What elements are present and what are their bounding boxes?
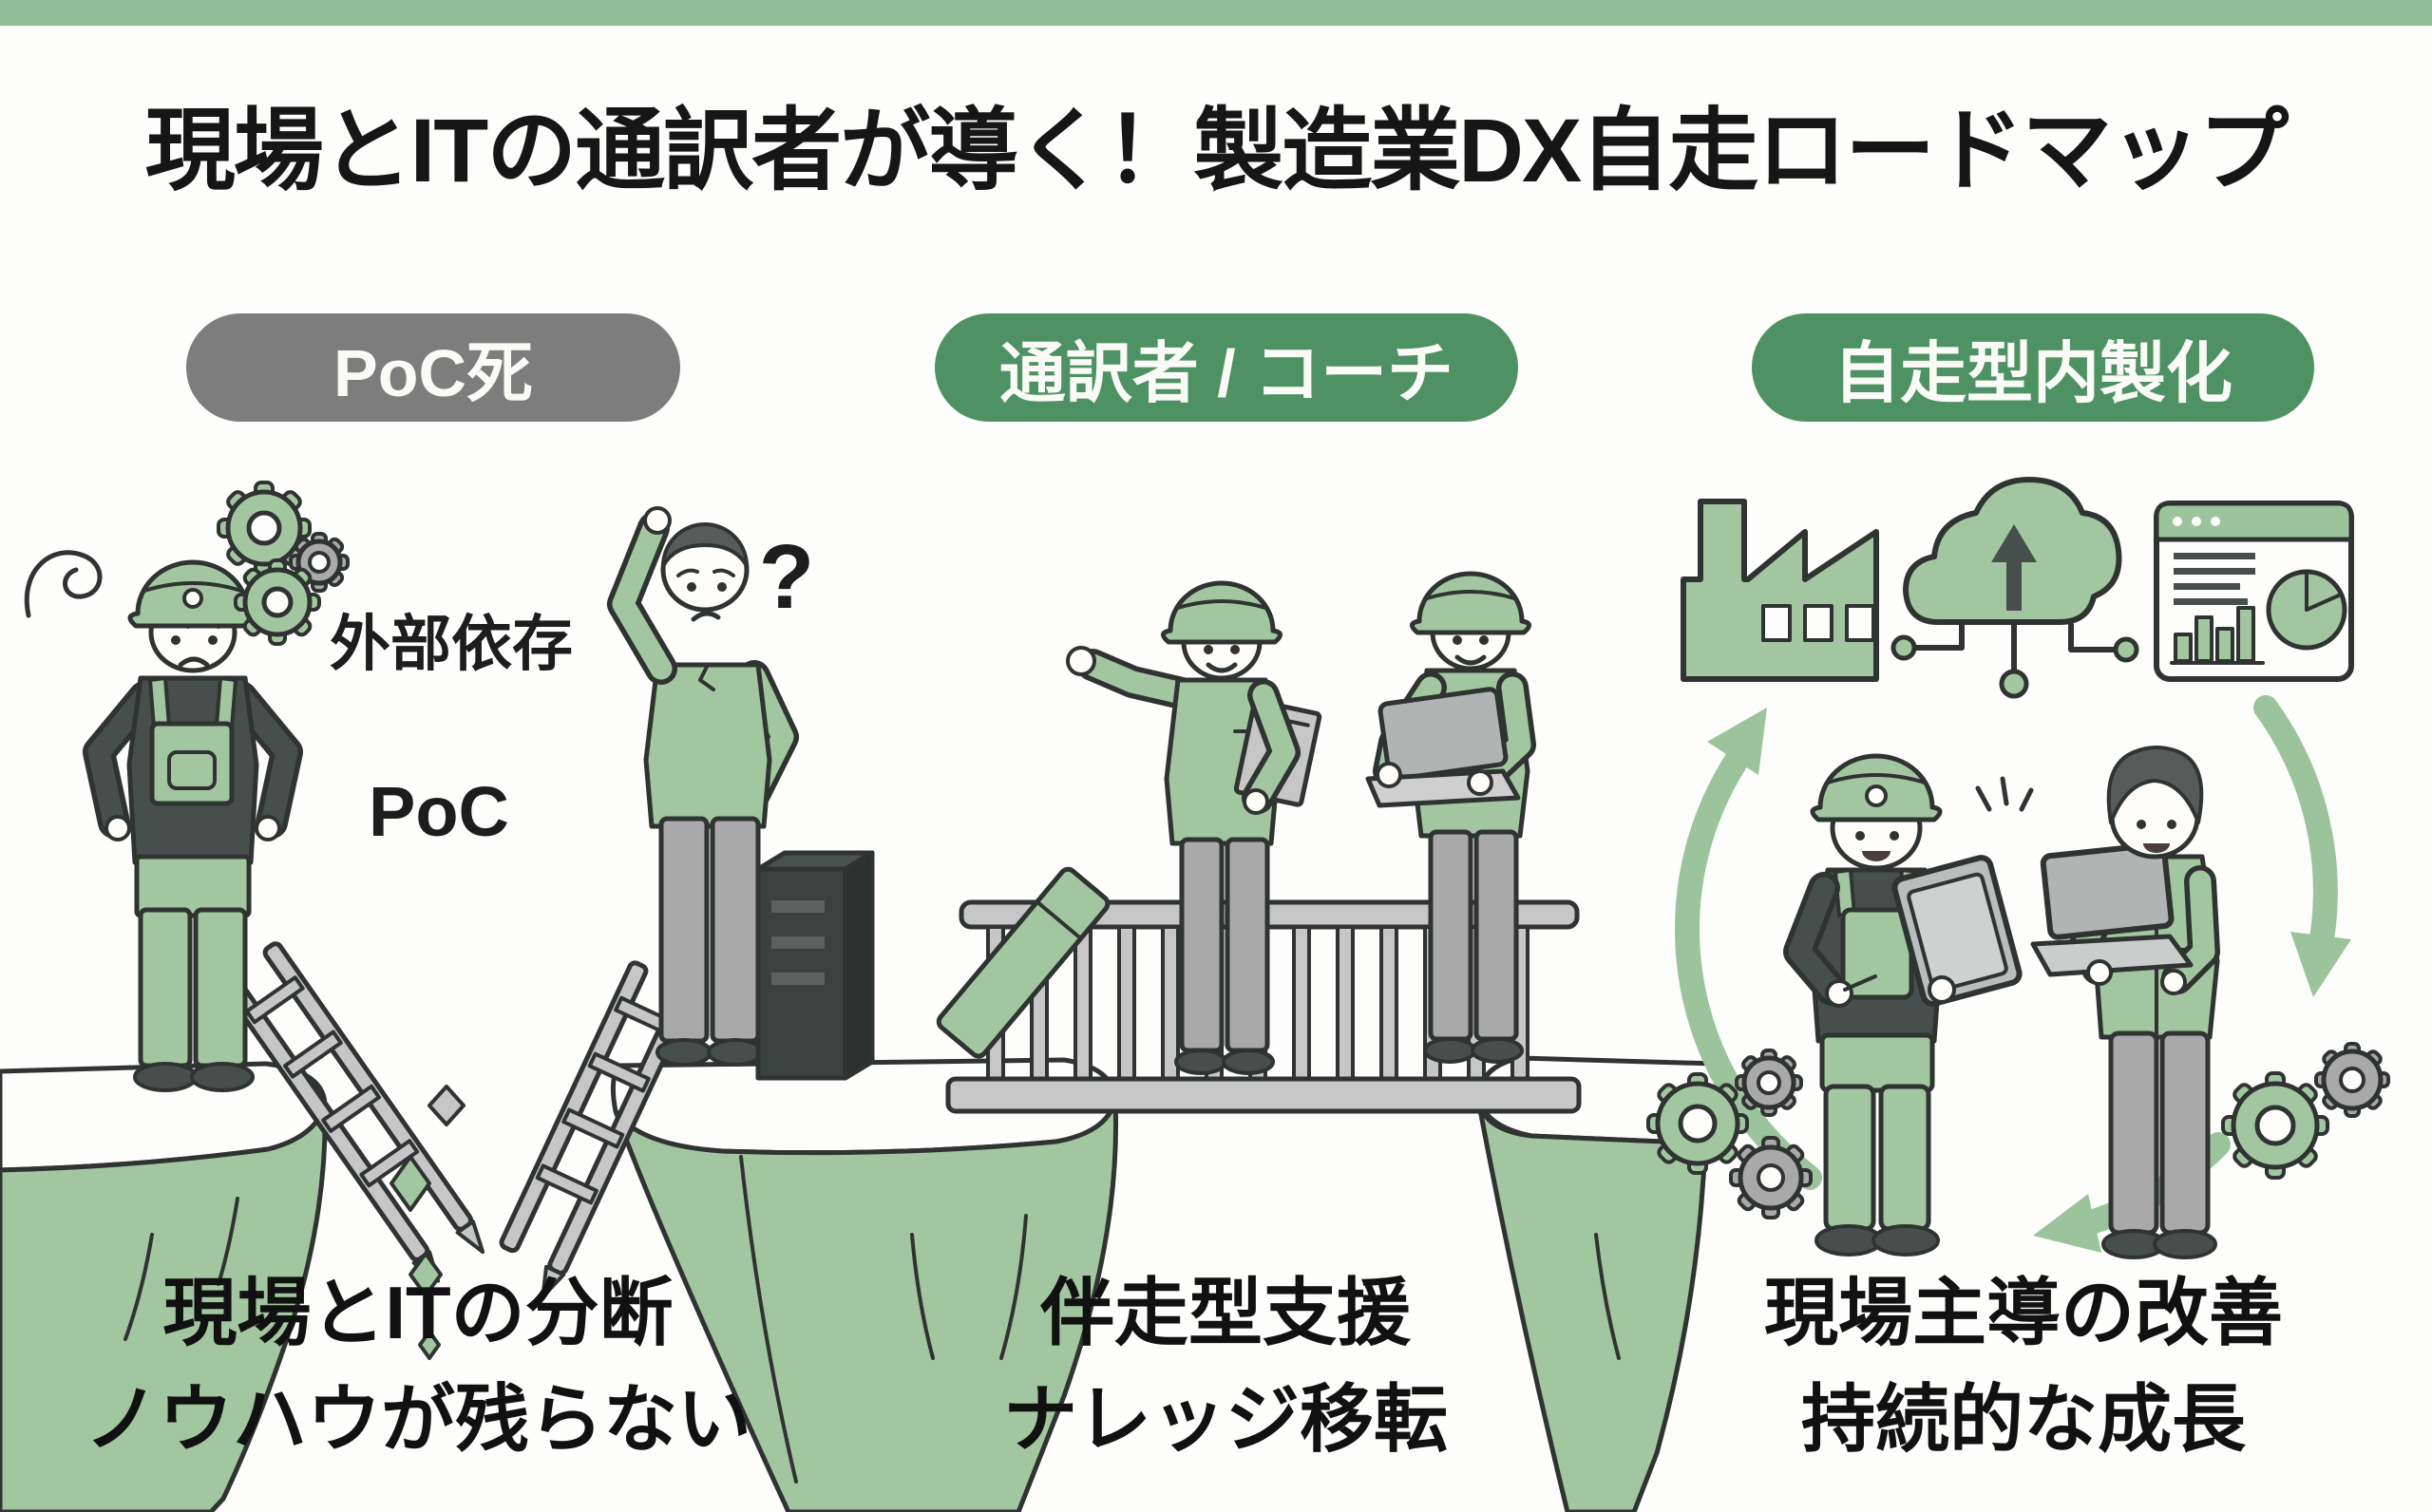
gear-icon bbox=[234, 558, 321, 646]
sparkle-icon bbox=[1975, 776, 2034, 812]
cloud-upload-icon bbox=[1890, 477, 2139, 699]
worker-laptop-bridge bbox=[1365, 571, 1536, 1064]
laptop-icon bbox=[1378, 687, 1509, 782]
broken-ladder-left-piece bbox=[218, 941, 485, 1283]
gear-icon bbox=[289, 532, 350, 593]
caption-line: ノウハウが残らない bbox=[84, 1377, 751, 1461]
frustration-scribble-icon bbox=[24, 550, 103, 618]
caption-line: 現場とITの分断 bbox=[162, 1271, 674, 1354]
question-mark-icon: ? bbox=[759, 526, 815, 628]
label-poc: PoC bbox=[369, 772, 509, 851]
gear-icon bbox=[2221, 1071, 2329, 1180]
worker-laptop-cycle bbox=[2030, 746, 2220, 1259]
gear-icon bbox=[1646, 1072, 1749, 1175]
gear-icon bbox=[1735, 1049, 1803, 1117]
gear-icon bbox=[2314, 1042, 2390, 1118]
caption-line: 現場主導の改善 bbox=[1763, 1271, 2283, 1354]
ladder-bridge bbox=[945, 899, 1582, 1114]
hard-hat-icon bbox=[1161, 580, 1282, 645]
badge-self-driven: 自走型内製化 bbox=[1752, 313, 2314, 422]
green-plank bbox=[936, 866, 1111, 1059]
worker-presenter bbox=[1066, 580, 1322, 1075]
dashboard-icon bbox=[2154, 501, 2354, 682]
factory-icon bbox=[1681, 499, 1879, 682]
caption-line: 持続的な成長 bbox=[1800, 1377, 2246, 1461]
page-title: 現場とITの通訳者が導く！製造業DX自走ロードマップ bbox=[144, 101, 2289, 201]
label-external-dependency: 外部依存 bbox=[330, 610, 573, 678]
gear-icon bbox=[217, 481, 312, 576]
worker-tablet bbox=[1783, 753, 2023, 1257]
badge-interpreter-coach: 通訳者 / コーチ bbox=[935, 313, 1518, 422]
caption-line: ナレッジ移転 bbox=[1002, 1377, 1448, 1461]
laptop-icon bbox=[2040, 841, 2175, 940]
caption-stage-1: 現場とITの分断 ノウハウが残らない bbox=[38, 1259, 798, 1472]
caption-line: 伴走型支援 bbox=[1039, 1271, 1411, 1354]
gear-icon bbox=[1729, 1136, 1813, 1219]
caption-stage-2: 伴走型支援 ナレッジ移転 bbox=[846, 1259, 1606, 1472]
falling-debris bbox=[390, 1085, 466, 1360]
caption-stage-3: 現場主導の改善 持続的な成長 bbox=[1644, 1259, 2404, 1472]
tablet-icon bbox=[1891, 855, 2023, 1007]
hard-hat-icon bbox=[1410, 571, 1531, 635]
top-accent-bar bbox=[0, 0, 2432, 26]
worker-frustrated bbox=[24, 550, 303, 1092]
server-tower-icon bbox=[755, 850, 875, 1081]
badge-poc-death: PoC死 bbox=[186, 313, 680, 422]
